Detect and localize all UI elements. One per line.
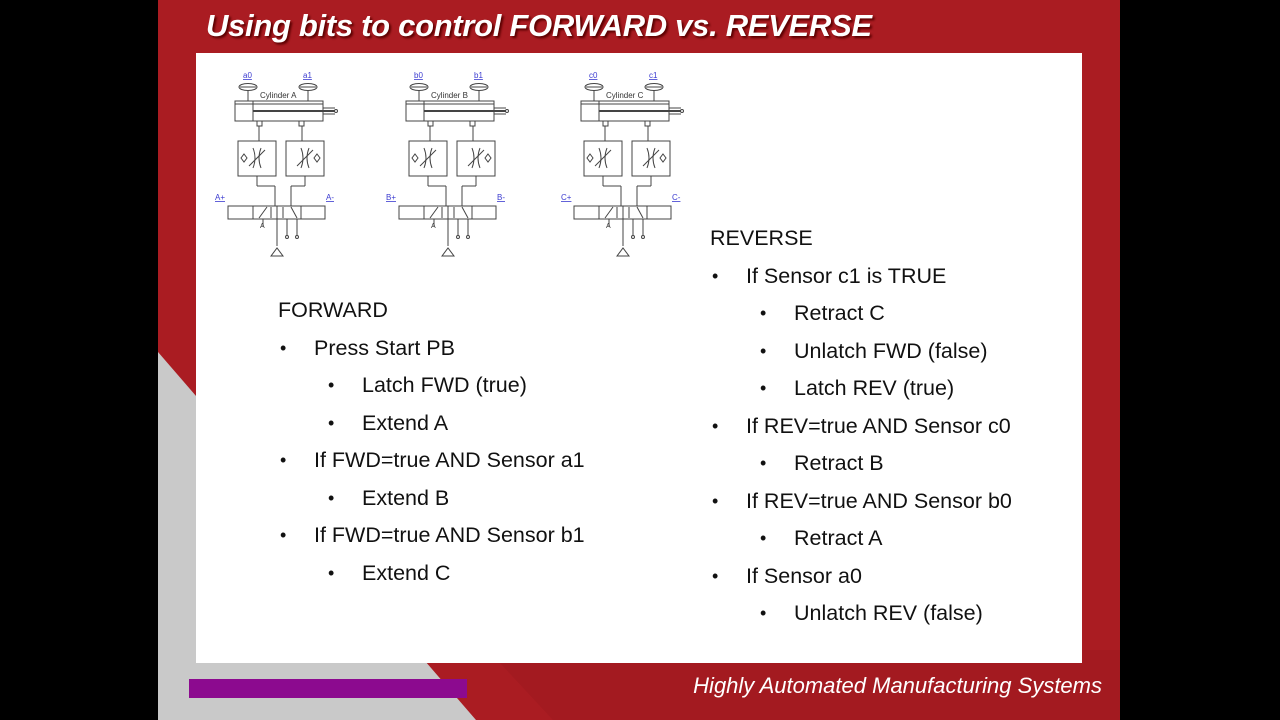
valve-left-label: C+ bbox=[561, 193, 572, 202]
list-item: • If FWD=true AND Sensor b1 bbox=[278, 517, 585, 555]
list-subitem-text: Retract C bbox=[794, 301, 885, 325]
forward-list: FORWARD • Press Start PB • Latch FWD (true… bbox=[278, 292, 585, 592]
sensor-left-label: c0 bbox=[589, 71, 598, 80]
sensor-left-icon bbox=[584, 83, 604, 91]
forward-heading: FORWARD bbox=[278, 298, 388, 322]
list-subitem: • Unlatch FWD (false) bbox=[710, 333, 1012, 371]
list-subitem: • Latch REV (true) bbox=[710, 370, 1012, 408]
diagram-svg: b0 b1 Cylinder B B+ B- A bbox=[386, 71, 509, 257]
valve-right-label: C- bbox=[672, 193, 681, 202]
bullet: • bbox=[760, 528, 767, 548]
sensor-left-icon bbox=[409, 83, 429, 91]
footer-title: Highly Automated Manufacturing Systems bbox=[693, 673, 1102, 698]
bullet: • bbox=[280, 450, 287, 470]
bullet: • bbox=[760, 303, 767, 323]
list-subitem-text: Latch FWD (true) bbox=[362, 373, 527, 397]
bullet: • bbox=[760, 340, 767, 361]
pneumatic-diagram-c: c0 c1 Cylinder C C+ C- A bbox=[559, 66, 694, 261]
list-item-text: If REV=true AND Sensor c0 bbox=[746, 413, 1011, 438]
bullet: • bbox=[760, 378, 767, 398]
sensor-right-label: c1 bbox=[649, 71, 658, 80]
sensor-right-icon bbox=[298, 83, 318, 91]
sensor-right-icon bbox=[469, 83, 489, 91]
list-item: • If FWD=true AND Sensor a1 bbox=[278, 442, 585, 480]
solenoid-left-icon bbox=[398, 205, 425, 220]
valve-label: A bbox=[606, 223, 611, 230]
list-subitem-text: Extend B bbox=[362, 485, 450, 510]
sensor-left-icon bbox=[238, 83, 258, 91]
bullet: • bbox=[760, 603, 767, 623]
list-subitem: • Unlatch REV (false) bbox=[710, 595, 1012, 633]
list-item-text: Press Start PB bbox=[314, 335, 455, 360]
valve-right-label: A- bbox=[326, 193, 334, 202]
bullet: • bbox=[280, 337, 287, 358]
bullet: • bbox=[712, 490, 719, 511]
list-item: • If Sensor a0 bbox=[710, 558, 1012, 596]
bullet: • bbox=[712, 265, 719, 286]
bullet: • bbox=[280, 525, 287, 545]
list-item: • If REV=true AND Sensor b0 bbox=[710, 483, 1012, 521]
slide-title: Using bits to control FORWARD vs. REVERS… bbox=[206, 8, 872, 43]
sensor-right-label: a1 bbox=[303, 71, 312, 80]
diagram-svg: c0 c1 Cylinder C C+ C- A bbox=[561, 71, 684, 257]
pressure-source-icon bbox=[616, 247, 630, 257]
diagram-svg: a0 a1 Cylinder A A+ A- A bbox=[215, 71, 338, 257]
list-item: • If REV=true AND Sensor c0 bbox=[710, 408, 1012, 446]
slide: Using bits to control FORWARD vs. REVERS… bbox=[158, 0, 1120, 720]
pressure-source-icon bbox=[270, 247, 284, 257]
footer-accent-bar bbox=[189, 679, 467, 698]
content-panel bbox=[196, 53, 1082, 663]
list-subitem-text: Unlatch REV (false) bbox=[794, 601, 983, 625]
list-subitem: • Extend B bbox=[278, 480, 585, 518]
reverse-list: REVERSE • If Sensor c1 is TRUE • Retract C… bbox=[710, 220, 1012, 633]
list-subitem-text: Retract B bbox=[794, 451, 884, 475]
list-subitem-text: Retract A bbox=[794, 526, 883, 550]
bullet: • bbox=[760, 453, 767, 473]
bullet: • bbox=[712, 415, 719, 436]
valve-label: A bbox=[431, 223, 436, 230]
list-item-text: If Sensor c1 is TRUE bbox=[746, 263, 947, 288]
valve-right-label: B- bbox=[497, 193, 505, 202]
sensor-right-label: b1 bbox=[474, 71, 483, 80]
sensor-left-label: a0 bbox=[243, 71, 252, 80]
bullet: • bbox=[328, 412, 335, 433]
list-subitem-text: Extend A bbox=[362, 410, 449, 435]
solenoid-right-icon bbox=[300, 205, 326, 220]
list-item: • Press Start PB bbox=[278, 330, 585, 368]
list-item-text: If Sensor a0 bbox=[746, 563, 862, 588]
solenoid-left-icon bbox=[573, 205, 600, 220]
list-subitem-text: Latch REV (true) bbox=[794, 376, 955, 400]
reverse-heading: REVERSE bbox=[710, 226, 813, 250]
list-subitem: • Retract C bbox=[710, 295, 1012, 333]
list-subitem: • Latch FWD (true) bbox=[278, 367, 585, 405]
pressure-source-icon bbox=[441, 247, 455, 257]
sensor-left-label: b0 bbox=[414, 71, 423, 80]
bullet: • bbox=[328, 487, 335, 508]
list-subitem: • Extend C bbox=[278, 555, 585, 593]
pneumatic-diagram-a: a0 a1 Cylinder A A+ A- A bbox=[213, 66, 348, 261]
cylinder-label: Cylinder B bbox=[431, 91, 468, 100]
solenoid-left-icon bbox=[227, 205, 254, 220]
bullet: • bbox=[328, 562, 335, 583]
list-item: • If Sensor c1 is TRUE bbox=[710, 258, 1012, 296]
list-subitem-text: Extend C bbox=[362, 560, 451, 585]
list-item-text: If REV=true AND Sensor b0 bbox=[746, 488, 1012, 513]
solenoid-right-icon bbox=[646, 205, 672, 220]
bullet: • bbox=[328, 375, 335, 395]
valve-left-label: B+ bbox=[386, 193, 396, 202]
list-subitem: • Extend A bbox=[278, 405, 585, 443]
list-subitem: • Retract B bbox=[710, 445, 1012, 483]
cylinder-label: Cylinder A bbox=[260, 91, 297, 100]
list-subitem: • Retract A bbox=[710, 520, 1012, 558]
list-subitem-text: Unlatch FWD (false) bbox=[794, 338, 988, 363]
valve-left-label: A+ bbox=[215, 193, 225, 202]
cylinder-label: Cylinder C bbox=[606, 91, 644, 100]
list-item-text: If FWD=true AND Sensor a1 bbox=[314, 448, 585, 472]
sensor-right-icon bbox=[644, 83, 664, 91]
valve-label: A bbox=[260, 223, 265, 230]
list-item-text: If FWD=true AND Sensor b1 bbox=[314, 523, 585, 547]
bullet: • bbox=[712, 565, 719, 586]
pneumatic-diagram-b: b0 b1 Cylinder B B+ B- A bbox=[384, 66, 519, 261]
solenoid-right-icon bbox=[471, 205, 497, 220]
